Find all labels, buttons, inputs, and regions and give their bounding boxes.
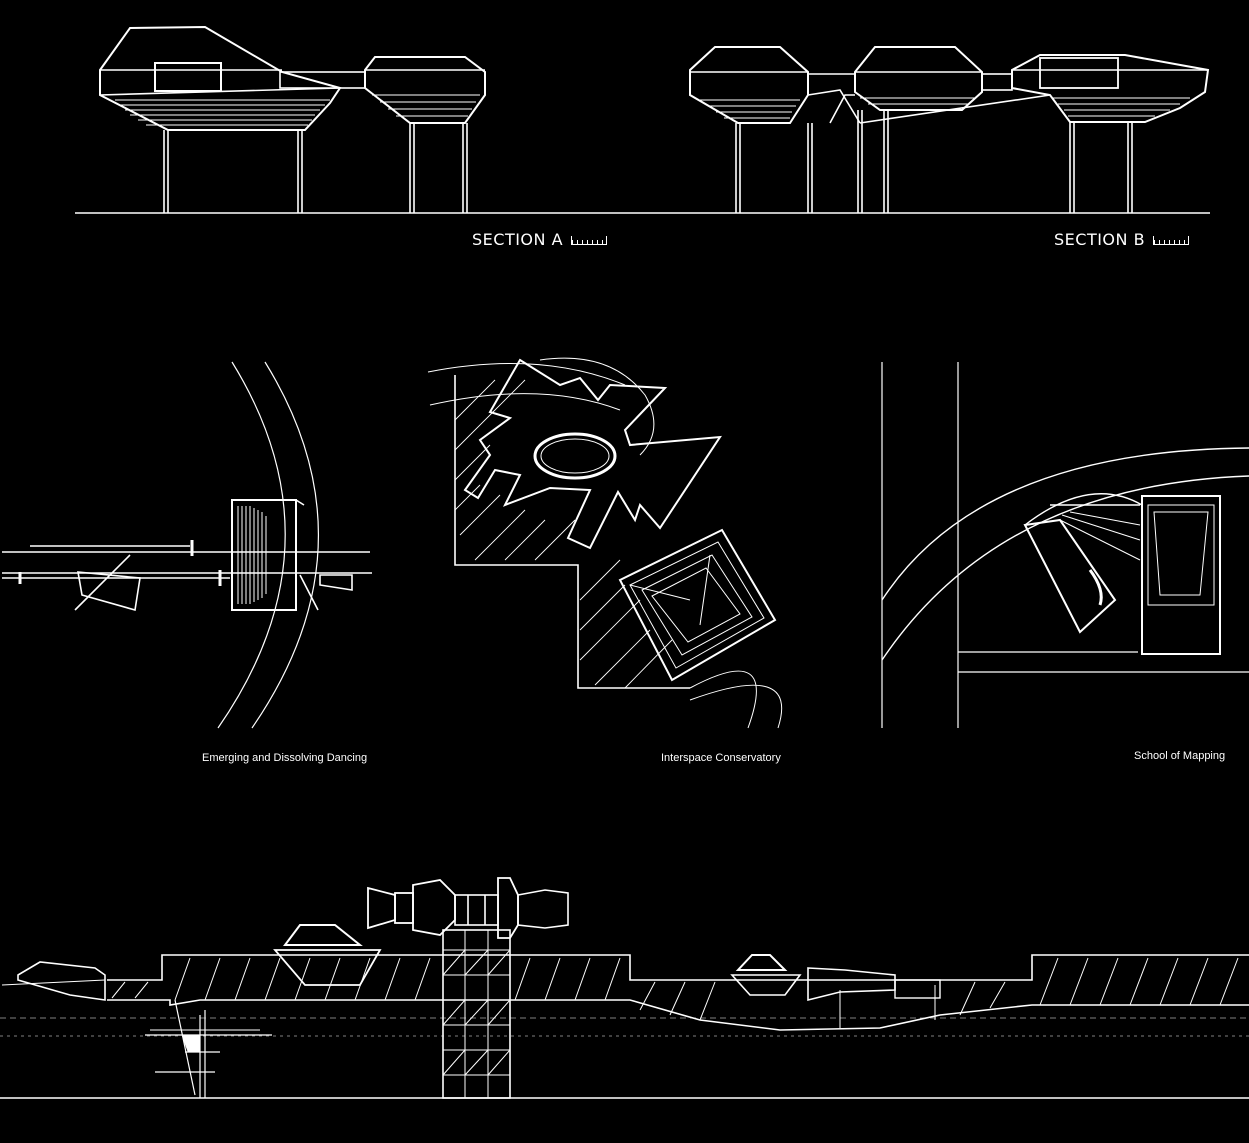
section-b-title: SECTION B — [1054, 230, 1146, 249]
section-a-label: SECTION A — [472, 230, 608, 249]
scale-bar-icon — [571, 236, 608, 245]
section-b-label: SECTION B — [1054, 230, 1190, 249]
section-a-title: SECTION A — [472, 230, 564, 249]
plan-caption-school-of-mapping: School of Mapping — [1134, 750, 1226, 762]
scale-bar-icon — [1153, 236, 1190, 245]
plan-caption-interspace-conservatory: Interspace Conservatory — [661, 752, 781, 764]
plan-caption-emerging-dissolving-dancing: Emerging and Dissolving Dancing — [202, 752, 368, 764]
long-section-drawing — [0, 877, 1249, 1099]
section-b-drawing — [689, 46, 1210, 213]
plan-interspace-conservatory — [427, 357, 783, 729]
plan-school-of-mapping — [881, 362, 1249, 728]
section-a-drawing — [75, 25, 1210, 214]
plan-emerging-dissolving-dancing — [2, 361, 372, 729]
